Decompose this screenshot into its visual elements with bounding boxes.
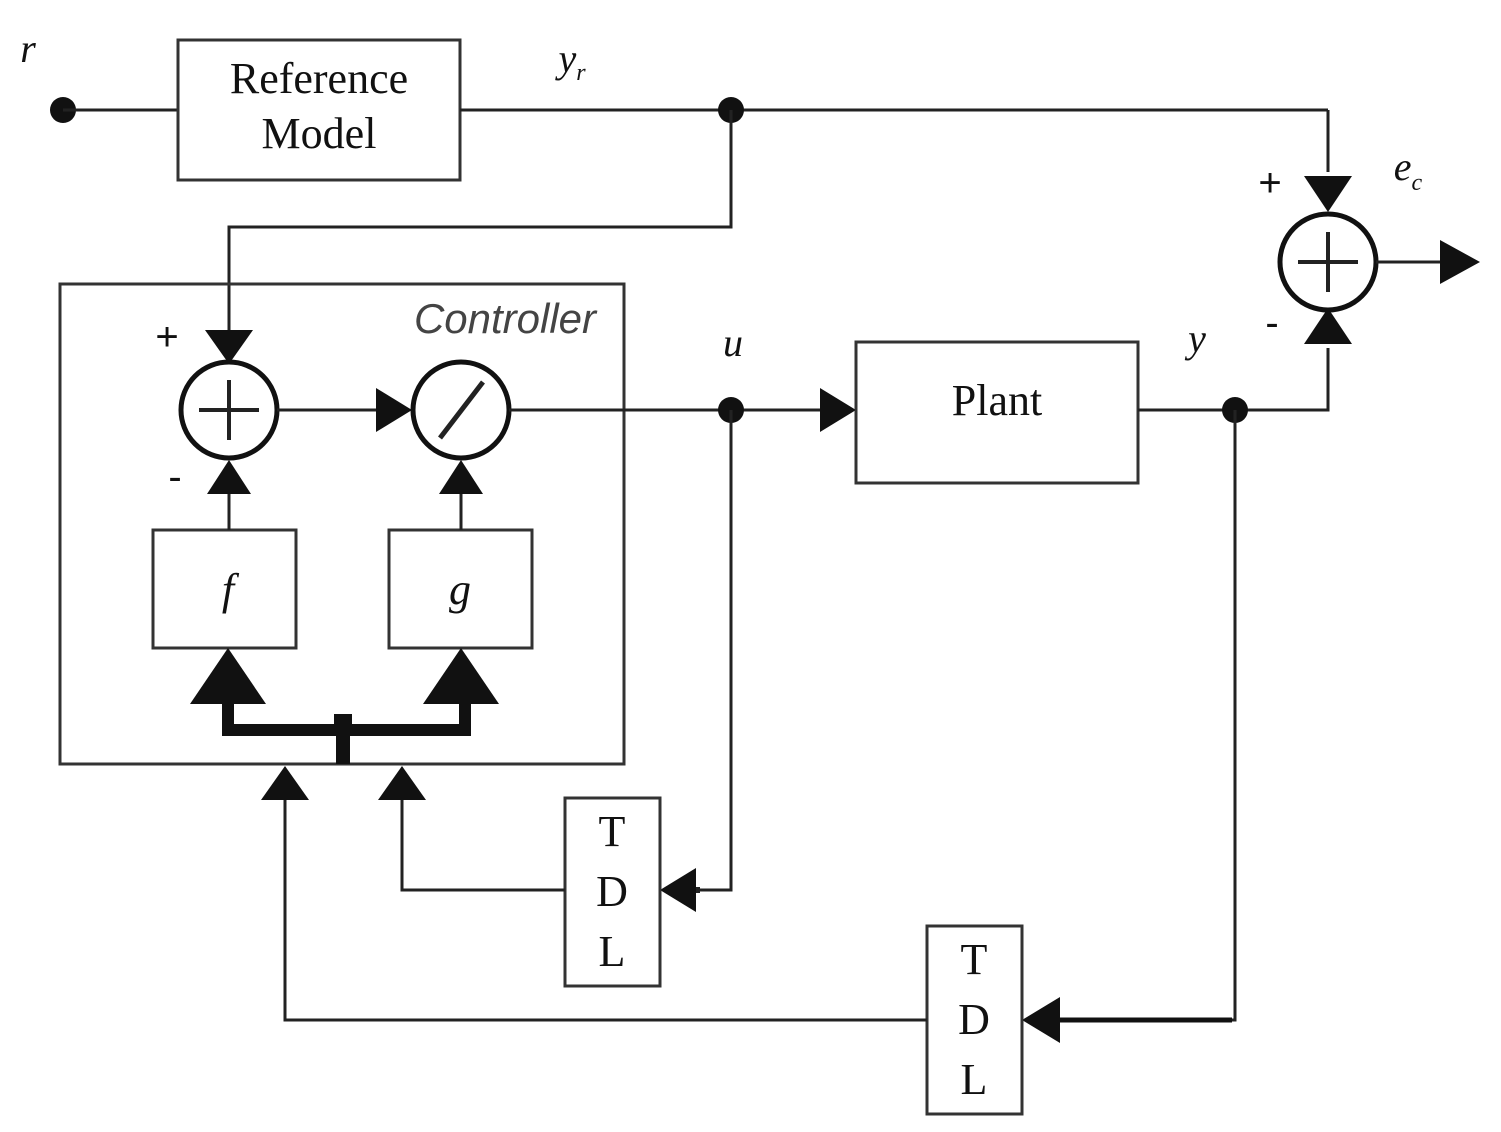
signal-yr-subscript: r: [576, 60, 586, 86]
divider-input-arrowhead: [376, 388, 412, 432]
plant-block: [854, 340, 1140, 485]
controller-boundary: [58, 282, 626, 766]
signal-y-label: y: [1184, 316, 1206, 361]
tdl-y-block: [925, 924, 1024, 1116]
yr-output-sum-arrowhead: [1304, 176, 1352, 212]
divider-slash: [438, 380, 485, 440]
bus-to-g-arrowhead: [423, 648, 499, 704]
wire-tdl-y-to-controller: [283, 800, 927, 1022]
f-to-sum-arrowhead: [207, 460, 251, 494]
controller-sum-minus-sign: -: [168, 455, 181, 499]
signal-yr-label: yr: [554, 36, 586, 86]
controller-sum-plus-sign: +: [155, 315, 178, 359]
wire-y-to-tdl: [1060, 410, 1237, 1022]
tdl-y-controller-arrowhead: [261, 766, 309, 800]
controller-sum-plus-arrowhead: [205, 330, 253, 364]
wire-yr-to-controller-sum: [227, 110, 733, 330]
plant-input-arrowhead: [820, 388, 856, 432]
output-sum-minus-sign: -: [1265, 301, 1278, 345]
tdl-y-letter-3: L: [961, 1055, 988, 1104]
tdl-u-letter-3: L: [599, 927, 626, 976]
tdl-u-controller-arrowhead: [378, 766, 426, 800]
output-sum-plus-sign: +: [1258, 161, 1281, 205]
plant-label: Plant: [952, 376, 1042, 425]
tdl-u-arrowhead: [660, 868, 696, 912]
f-block: [151, 528, 298, 650]
input-bus-junction: [334, 714, 352, 728]
tdl-u-letter-1: T: [599, 807, 626, 856]
y-output-sum-arrowhead: [1304, 308, 1352, 344]
signal-ec-main: e: [1394, 144, 1412, 189]
tdl-y-arrowhead: [1022, 997, 1060, 1043]
signal-ec-label: ec: [1394, 144, 1423, 196]
tdl-y-letter-2: D: [958, 995, 990, 1044]
reference-model-label-line1: Reference: [230, 54, 408, 103]
signal-u-label: u: [723, 320, 743, 365]
wire-u-to-tdl: [700, 410, 733, 892]
wire-tdl-u-to-controller: [400, 800, 565, 892]
g-to-divider-arrowhead: [439, 460, 483, 494]
bus-to-f-arrowhead: [190, 648, 266, 704]
signal-ec-subscript: c: [1412, 170, 1423, 196]
tdl-u-letter-2: D: [596, 867, 628, 916]
reference-model-block: [176, 38, 462, 182]
controller-title: Controller: [414, 295, 598, 342]
wire-y: [1138, 348, 1330, 412]
reference-model-label-line2: Model: [262, 109, 377, 158]
g-block-label: g: [449, 565, 471, 614]
signal-r-label: r: [20, 26, 36, 71]
tdl-u-block: [563, 796, 662, 988]
tdl-y-letter-1: T: [961, 935, 988, 984]
g-block: [387, 528, 534, 650]
signal-yr-main: y: [554, 36, 576, 81]
ec-output-arrowhead: [1440, 240, 1480, 284]
